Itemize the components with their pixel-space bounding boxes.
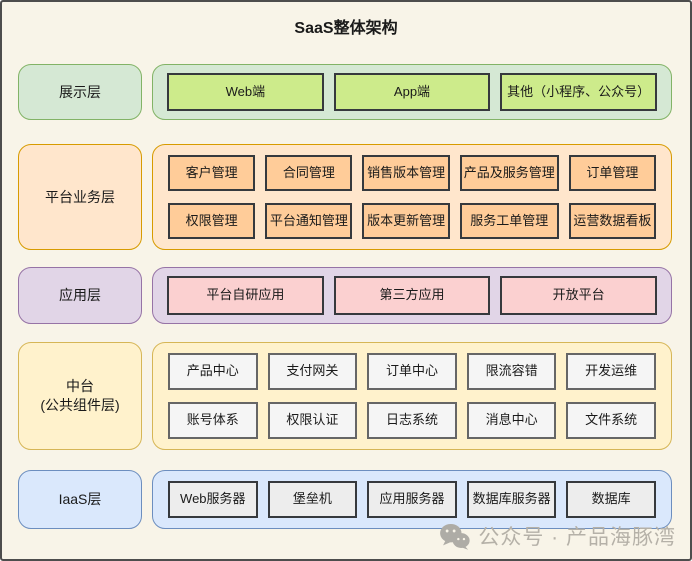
layer-label-presentation: 展示层 [18, 64, 142, 120]
iaas-box: Web服务器 [168, 481, 258, 518]
platform-business-box: 平台通知管理 [265, 203, 353, 239]
platform-business-box: 运营数据看板 [568, 203, 656, 239]
middle-platform-box: 账号体系 [168, 402, 258, 439]
middle-platform-box: 支付网关 [267, 353, 358, 390]
layer-application: 应用层 平台自研应用第三方应用开放平台 [18, 267, 672, 324]
watermark-text: 公众号 · 产品海豚湾 [478, 526, 676, 549]
layer-platform-business: 平台业务层 客户管理合同管理销售版本管理产品及服务管理订单管理权限管理平台通知管… [18, 144, 672, 250]
layer-iaas: IaaS层 Web服务器堡垒机应用服务器数据库服务器数据库 [18, 470, 672, 529]
layer-items-iaas: Web服务器堡垒机应用服务器数据库服务器数据库 [153, 471, 671, 528]
presentation-box: Web端 [167, 73, 324, 111]
iaas-box: 数据库 [566, 481, 656, 518]
diagram-title: SaaS整体架构 [294, 20, 398, 37]
platform-business-box: 合同管理 [265, 155, 353, 191]
layer-label-middle-platform: 中台 (公共组件层) [18, 342, 142, 450]
layer-container-application: 平台自研应用第三方应用开放平台 [152, 267, 672, 324]
presentation-box: App端 [333, 73, 491, 111]
platform-business-box: 订单管理 [568, 155, 656, 191]
application-box: 平台自研应用 [167, 276, 324, 315]
iaas-box: 应用服务器 [367, 481, 457, 518]
platform-business-box: 版本更新管理 [362, 203, 450, 239]
platform-business-box: 销售版本管理 [362, 155, 450, 191]
middle-platform-box: 权限认证 [267, 402, 358, 439]
middle-platform-box: 文件系统 [566, 402, 656, 439]
middle-platform-box: 开发运维 [566, 353, 656, 390]
application-box: 第三方应用 [333, 276, 491, 315]
layer-container-iaas: Web服务器堡垒机应用服务器数据库服务器数据库 [152, 470, 672, 529]
watermark: 公众号 · 产品海豚湾 [439, 521, 676, 551]
platform-business-box: 权限管理 [168, 203, 256, 239]
middle-platform-box: 限流容错 [466, 353, 557, 390]
platform-business-box: 客户管理 [168, 155, 256, 191]
platform-business-box: 产品及服务管理 [459, 155, 559, 191]
wechat-icon [439, 523, 470, 550]
layer-items-middle-platform: 产品中心支付网关订单中心限流容错开发运维账号体系权限认证日志系统消息中心文件系统 [153, 343, 671, 449]
layer-container-platform-business: 客户管理合同管理销售版本管理产品及服务管理订单管理权限管理平台通知管理版本更新管… [152, 144, 672, 250]
layer-items-application: 平台自研应用第三方应用开放平台 [153, 268, 671, 323]
layer-label-application: 应用层 [18, 267, 142, 324]
middle-platform-box: 产品中心 [168, 353, 258, 390]
presentation-box: 其他（小程序、公众号） [500, 73, 657, 111]
layer-container-middle-platform: 产品中心支付网关订单中心限流容错开发运维账号体系权限认证日志系统消息中心文件系统 [152, 342, 672, 450]
iaas-box: 数据库服务器 [466, 481, 557, 518]
middle-platform-box: 消息中心 [466, 402, 557, 439]
middle-platform-box: 日志系统 [367, 402, 457, 439]
platform-business-box: 服务工单管理 [459, 203, 559, 239]
iaas-box: 堡垒机 [267, 481, 358, 518]
layer-items-platform-business: 客户管理合同管理销售版本管理产品及服务管理订单管理权限管理平台通知管理版本更新管… [153, 145, 671, 249]
middle-platform-box: 订单中心 [367, 353, 457, 390]
layer-label-platform-business: 平台业务层 [18, 144, 142, 250]
application-box: 开放平台 [500, 276, 657, 315]
layer-middle-platform: 中台 (公共组件层) 产品中心支付网关订单中心限流容错开发运维账号体系权限认证日… [18, 342, 672, 450]
layer-label-iaas: IaaS层 [18, 470, 142, 529]
